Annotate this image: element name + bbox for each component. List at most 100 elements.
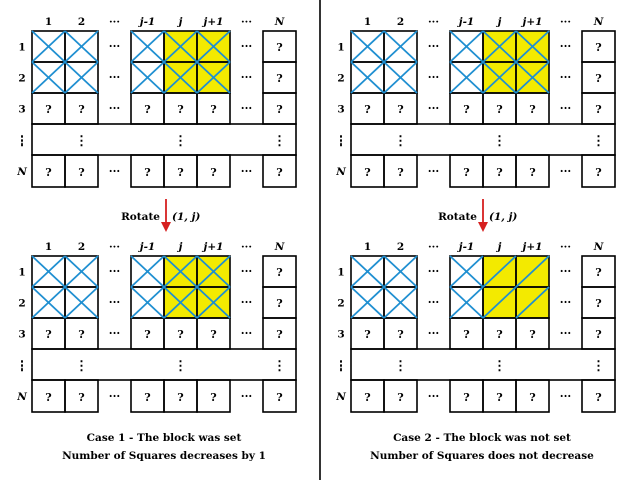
column-label: ··· <box>109 16 120 28</box>
column-label: 2 <box>78 16 85 28</box>
column-label: ··· <box>560 241 571 253</box>
unknown-cell-mark: ? <box>144 391 150 404</box>
vertical-ellipsis: ⋮ <box>16 134 29 149</box>
horizontal-ellipsis: ··· <box>560 40 572 53</box>
unknown-cell-mark: ? <box>595 266 601 279</box>
column-label: j <box>496 16 502 28</box>
diagonal-line <box>163 286 198 319</box>
horizontal-ellipsis: ··· <box>428 40 440 53</box>
unknown-cell-mark: ? <box>276 391 282 404</box>
unknown-cell-mark: ? <box>595 72 601 85</box>
vertical-ellipsis: ⋮ <box>394 134 407 149</box>
diagonal-line <box>449 286 484 319</box>
vertical-ellipsis: ⋮ <box>75 134 88 149</box>
vertical-ellipsis: ⋮ <box>174 359 187 374</box>
column-label: 2 <box>397 241 404 253</box>
unknown-cell-mark: ? <box>463 103 469 116</box>
row-label: ⋮ <box>17 135 28 147</box>
ellipsis-row <box>31 123 297 156</box>
column-label: 1 <box>364 16 371 28</box>
unknown-cell-mark: ? <box>144 166 150 179</box>
unknown-cell-mark: ? <box>78 103 84 116</box>
row-label: N <box>16 391 27 403</box>
row-label: 3 <box>18 104 25 116</box>
horizontal-ellipsis: ··· <box>241 265 253 278</box>
rotate-argument: (1, j) <box>172 211 200 223</box>
row-label: 2 <box>18 73 25 85</box>
vertical-ellipsis: ⋮ <box>394 359 407 374</box>
row-label: 1 <box>337 42 344 54</box>
diagonal-line <box>163 61 198 94</box>
row-label: ⋮ <box>17 360 28 372</box>
caption-case2-line1: Case 2 - The block was not set <box>393 432 571 444</box>
ellipsis-row <box>31 348 297 381</box>
horizontal-ellipsis: ··· <box>109 265 121 278</box>
column-label: ··· <box>241 16 252 28</box>
diagonal-line <box>515 61 550 94</box>
horizontal-ellipsis: ··· <box>109 390 121 403</box>
column-label: 1 <box>45 16 52 28</box>
horizontal-ellipsis: ··· <box>560 296 572 309</box>
unknown-cell-mark: ? <box>364 391 370 404</box>
column-label: N <box>274 16 285 28</box>
unknown-cell-mark: ? <box>595 328 601 341</box>
vertical-ellipsis: ⋮ <box>273 359 286 374</box>
caption-case1-line2: Number of Squares decreases by 1 <box>62 450 266 462</box>
diagonal-line <box>350 286 385 319</box>
diagonal-line <box>31 255 66 288</box>
diagonal-line <box>196 286 231 319</box>
horizontal-ellipsis: ··· <box>560 390 572 403</box>
unknown-cell-mark: ? <box>177 328 183 341</box>
diagonal-line <box>130 255 165 288</box>
unknown-cell-mark: ? <box>276 72 282 85</box>
horizontal-ellipsis: ··· <box>428 165 440 178</box>
diagonal-line <box>64 61 99 94</box>
diagonal-line <box>383 30 418 63</box>
column-label: j <box>177 241 183 253</box>
unknown-cell-mark: ? <box>595 41 601 54</box>
diagonal-line <box>130 286 165 319</box>
unknown-cell-mark: ? <box>210 103 216 116</box>
column-label: N <box>593 241 604 253</box>
vertical-ellipsis: ⋮ <box>273 134 286 149</box>
horizontal-ellipsis: ··· <box>241 327 253 340</box>
unknown-cell-mark: ? <box>78 328 84 341</box>
column-label: 1 <box>45 241 52 253</box>
column-label: 2 <box>78 241 85 253</box>
unknown-cell-mark: ? <box>463 166 469 179</box>
diagonal-line <box>515 286 550 319</box>
diagonal-line <box>196 30 231 63</box>
row-label: 1 <box>18 267 25 279</box>
diagonal-line <box>196 255 231 288</box>
diagonal-line <box>163 255 198 288</box>
column-label: j-1 <box>138 16 155 28</box>
diagonal-line <box>64 286 99 319</box>
column-label: 1 <box>364 241 371 253</box>
arrow-head <box>161 222 171 232</box>
unknown-cell-mark: ? <box>364 166 370 179</box>
unknown-cell-mark: ? <box>45 391 51 404</box>
unknown-cell-mark: ? <box>595 166 601 179</box>
column-label: ··· <box>560 16 571 28</box>
vertical-ellipsis: ⋮ <box>75 359 88 374</box>
horizontal-ellipsis: ··· <box>560 71 572 84</box>
unknown-cell-mark: ? <box>496 328 502 341</box>
rotate-label: Rotate <box>438 211 477 223</box>
caption-case2-line2: Number of Squares does not decrease <box>370 450 594 462</box>
unknown-cell-mark: ? <box>210 328 216 341</box>
row-label: 3 <box>18 329 25 341</box>
horizontal-ellipsis: ··· <box>560 327 572 340</box>
unknown-cell-mark: ? <box>177 166 183 179</box>
diagonal-line <box>31 61 66 94</box>
unknown-cell-mark: ? <box>144 328 150 341</box>
unknown-cell-mark: ? <box>397 166 403 179</box>
diagonal-line <box>482 61 517 94</box>
unknown-cell-mark: ? <box>364 328 370 341</box>
column-label: 2 <box>397 16 404 28</box>
diagonal-line <box>515 255 550 288</box>
